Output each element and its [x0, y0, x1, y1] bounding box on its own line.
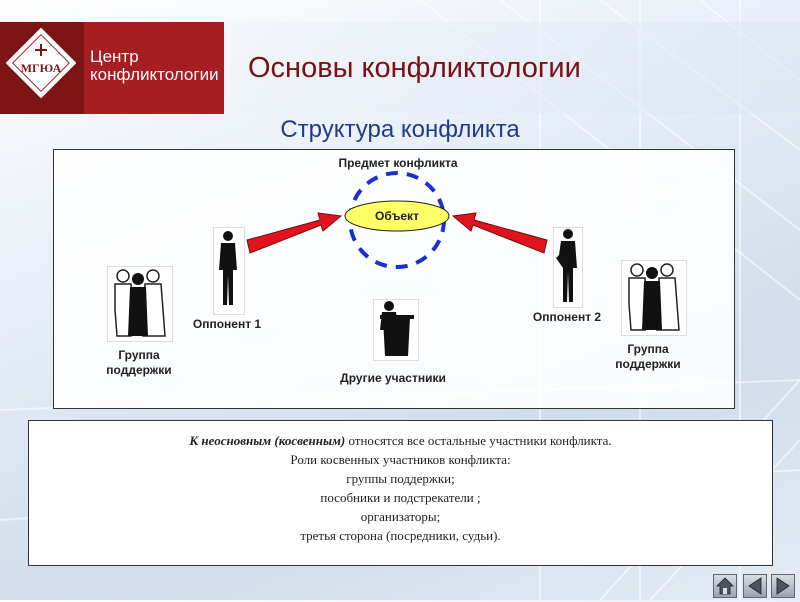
- support-left-label-line1: Группа: [118, 348, 160, 362]
- textbox-line3: группы поддержки;: [346, 471, 455, 486]
- opponent2-label: Оппонент 2: [532, 310, 602, 324]
- slide-subtitle: Структура конфликта: [280, 116, 520, 143]
- page-title: Основы конфликтологии: [248, 52, 581, 84]
- subject-label: Предмет конфликта: [338, 156, 458, 170]
- arrow-left: [246, 212, 343, 254]
- home-icon: [716, 577, 734, 595]
- triangle-left-icon: [748, 577, 762, 595]
- textbox-line2: Роли косвенных участников конфликта:: [290, 452, 511, 467]
- previous-slide-button[interactable]: [743, 574, 767, 598]
- arrow-right: [451, 212, 548, 254]
- textbox-line1: К неосновным (косвенным) относятся все о…: [29, 431, 772, 450]
- textbox-line5: организаторы;: [360, 509, 441, 524]
- object-label: Объект: [375, 209, 419, 223]
- center-name-line1: Центр: [90, 47, 139, 66]
- textbox-line6: третья сторона (посредники, судьи).: [300, 528, 501, 543]
- logo-text: МГЮА: [21, 61, 62, 75]
- support-group-right-figure: [628, 263, 680, 331]
- opponent2-figure: [556, 229, 577, 302]
- others-label: Другие участники: [340, 371, 446, 385]
- center-name-line2: конфликтологии: [90, 65, 219, 84]
- logo-emblem: МГЮА: [6, 28, 76, 98]
- support-right-label: Группа поддержки: [602, 342, 694, 372]
- support-right-label-line2: поддержки: [615, 357, 681, 371]
- triangle-right-icon: [776, 577, 790, 595]
- textbox-line4: пособники и подстрекатели ;: [320, 490, 481, 505]
- support-left-label-line2: поддержки: [106, 363, 172, 377]
- opponent1-label: Оппонент 1: [192, 317, 262, 331]
- others-figure: [380, 301, 414, 356]
- textbox-line1-italic: К неосновным (косвенным): [189, 433, 346, 448]
- center-name-background: [84, 22, 224, 114]
- object-ellipse: [344, 200, 450, 232]
- support-right-label-line1: Группа: [627, 342, 669, 356]
- support-left-label: Группа поддержки: [93, 348, 185, 378]
- opponent1-figure: [219, 231, 237, 305]
- next-slide-button[interactable]: [771, 574, 795, 598]
- support-group-left-figure: [114, 269, 166, 337]
- center-name: Центр конфликтологии: [90, 48, 219, 84]
- textbox-line1-rest: относятся все остальные участники конфли…: [345, 433, 612, 448]
- indirect-participants-textbox: К неосновным (косвенным) относятся все о…: [28, 420, 773, 566]
- home-button[interactable]: [713, 574, 737, 598]
